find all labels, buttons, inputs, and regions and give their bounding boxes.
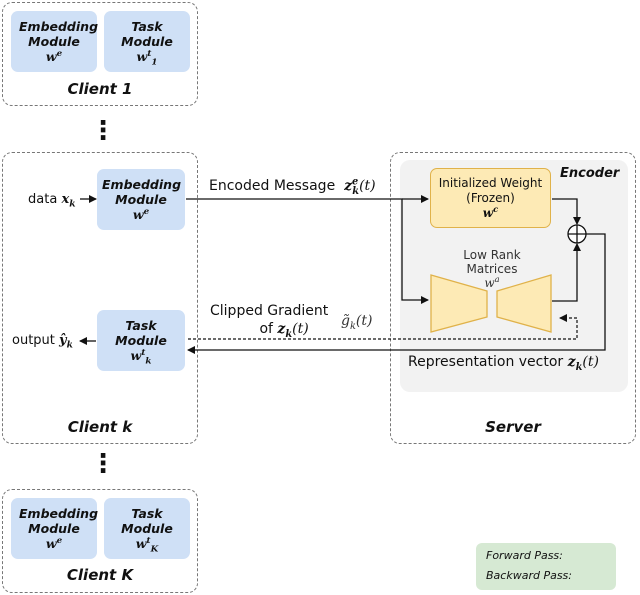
embedding-weight: we bbox=[132, 206, 150, 222]
client-k-embedding-module[interactable]: Embedding Module we bbox=[97, 169, 185, 230]
task-weight: wt1 bbox=[136, 48, 158, 68]
initialized-weight-box[interactable]: Initialized Weight (Frozen) wc bbox=[430, 168, 551, 228]
embedding-weight: we bbox=[45, 535, 63, 551]
legend-forward-label: Forward Pass: bbox=[486, 549, 563, 562]
initialized-weight-label: Initialized Weight bbox=[438, 176, 543, 190]
embedding-module-label: Embedding Module bbox=[19, 19, 99, 49]
task-module-label: Task Module bbox=[121, 19, 173, 49]
legend bbox=[476, 543, 616, 590]
data-input-label: data xk bbox=[28, 192, 76, 210]
embedding-module-label: Embedding Module bbox=[19, 506, 99, 536]
client-K-label: Client K bbox=[66, 566, 134, 584]
client-1-task-module[interactable]: Task Module wt1 bbox=[104, 11, 190, 72]
task-module-label: Task Module bbox=[121, 506, 173, 536]
clipped-gradient-label: Clipped Gradient of zk(t) bbox=[210, 303, 329, 340]
client-1-box bbox=[2, 2, 198, 106]
embedding-module-label: Embedding Module bbox=[102, 177, 182, 207]
task-weight: wtK bbox=[135, 535, 159, 555]
ellipsis-bottom: ⋮ bbox=[90, 449, 116, 479]
gtilde-label: g̃k(t) bbox=[341, 313, 373, 332]
initialized-weight-var: wc bbox=[482, 204, 499, 220]
embedding-weight: we bbox=[45, 48, 63, 64]
client-k-task-module[interactable]: Task Module wtk bbox=[97, 310, 185, 371]
legend-backward-label: Backward Pass: bbox=[486, 569, 572, 582]
client-1-label: Client 1 bbox=[67, 80, 133, 98]
representation-vector-label: Representation vector zk(t) bbox=[408, 354, 599, 373]
encoded-message-label: Encoded Message zek(t) bbox=[209, 176, 376, 197]
output-label: output ŷk bbox=[12, 333, 73, 351]
task-module-label: Task Module bbox=[115, 318, 167, 348]
encoder-label: Encoder bbox=[560, 166, 620, 181]
low-rank-label: Low Rank Matrices wa bbox=[463, 248, 521, 290]
client-K-task-module[interactable]: Task Module wtK bbox=[104, 498, 190, 559]
task-weight: wtk bbox=[130, 347, 152, 367]
client-k-label: Client k bbox=[67, 418, 133, 436]
server-label: Server bbox=[485, 418, 541, 436]
client-K-box bbox=[2, 489, 198, 593]
client-K-embedding-module[interactable]: Embedding Module we bbox=[11, 498, 99, 559]
client-1-embedding-module[interactable]: Embedding Module we bbox=[11, 11, 99, 72]
frozen-label: (Frozen) bbox=[466, 191, 515, 205]
ellipsis-top: ⋮ bbox=[90, 116, 116, 146]
